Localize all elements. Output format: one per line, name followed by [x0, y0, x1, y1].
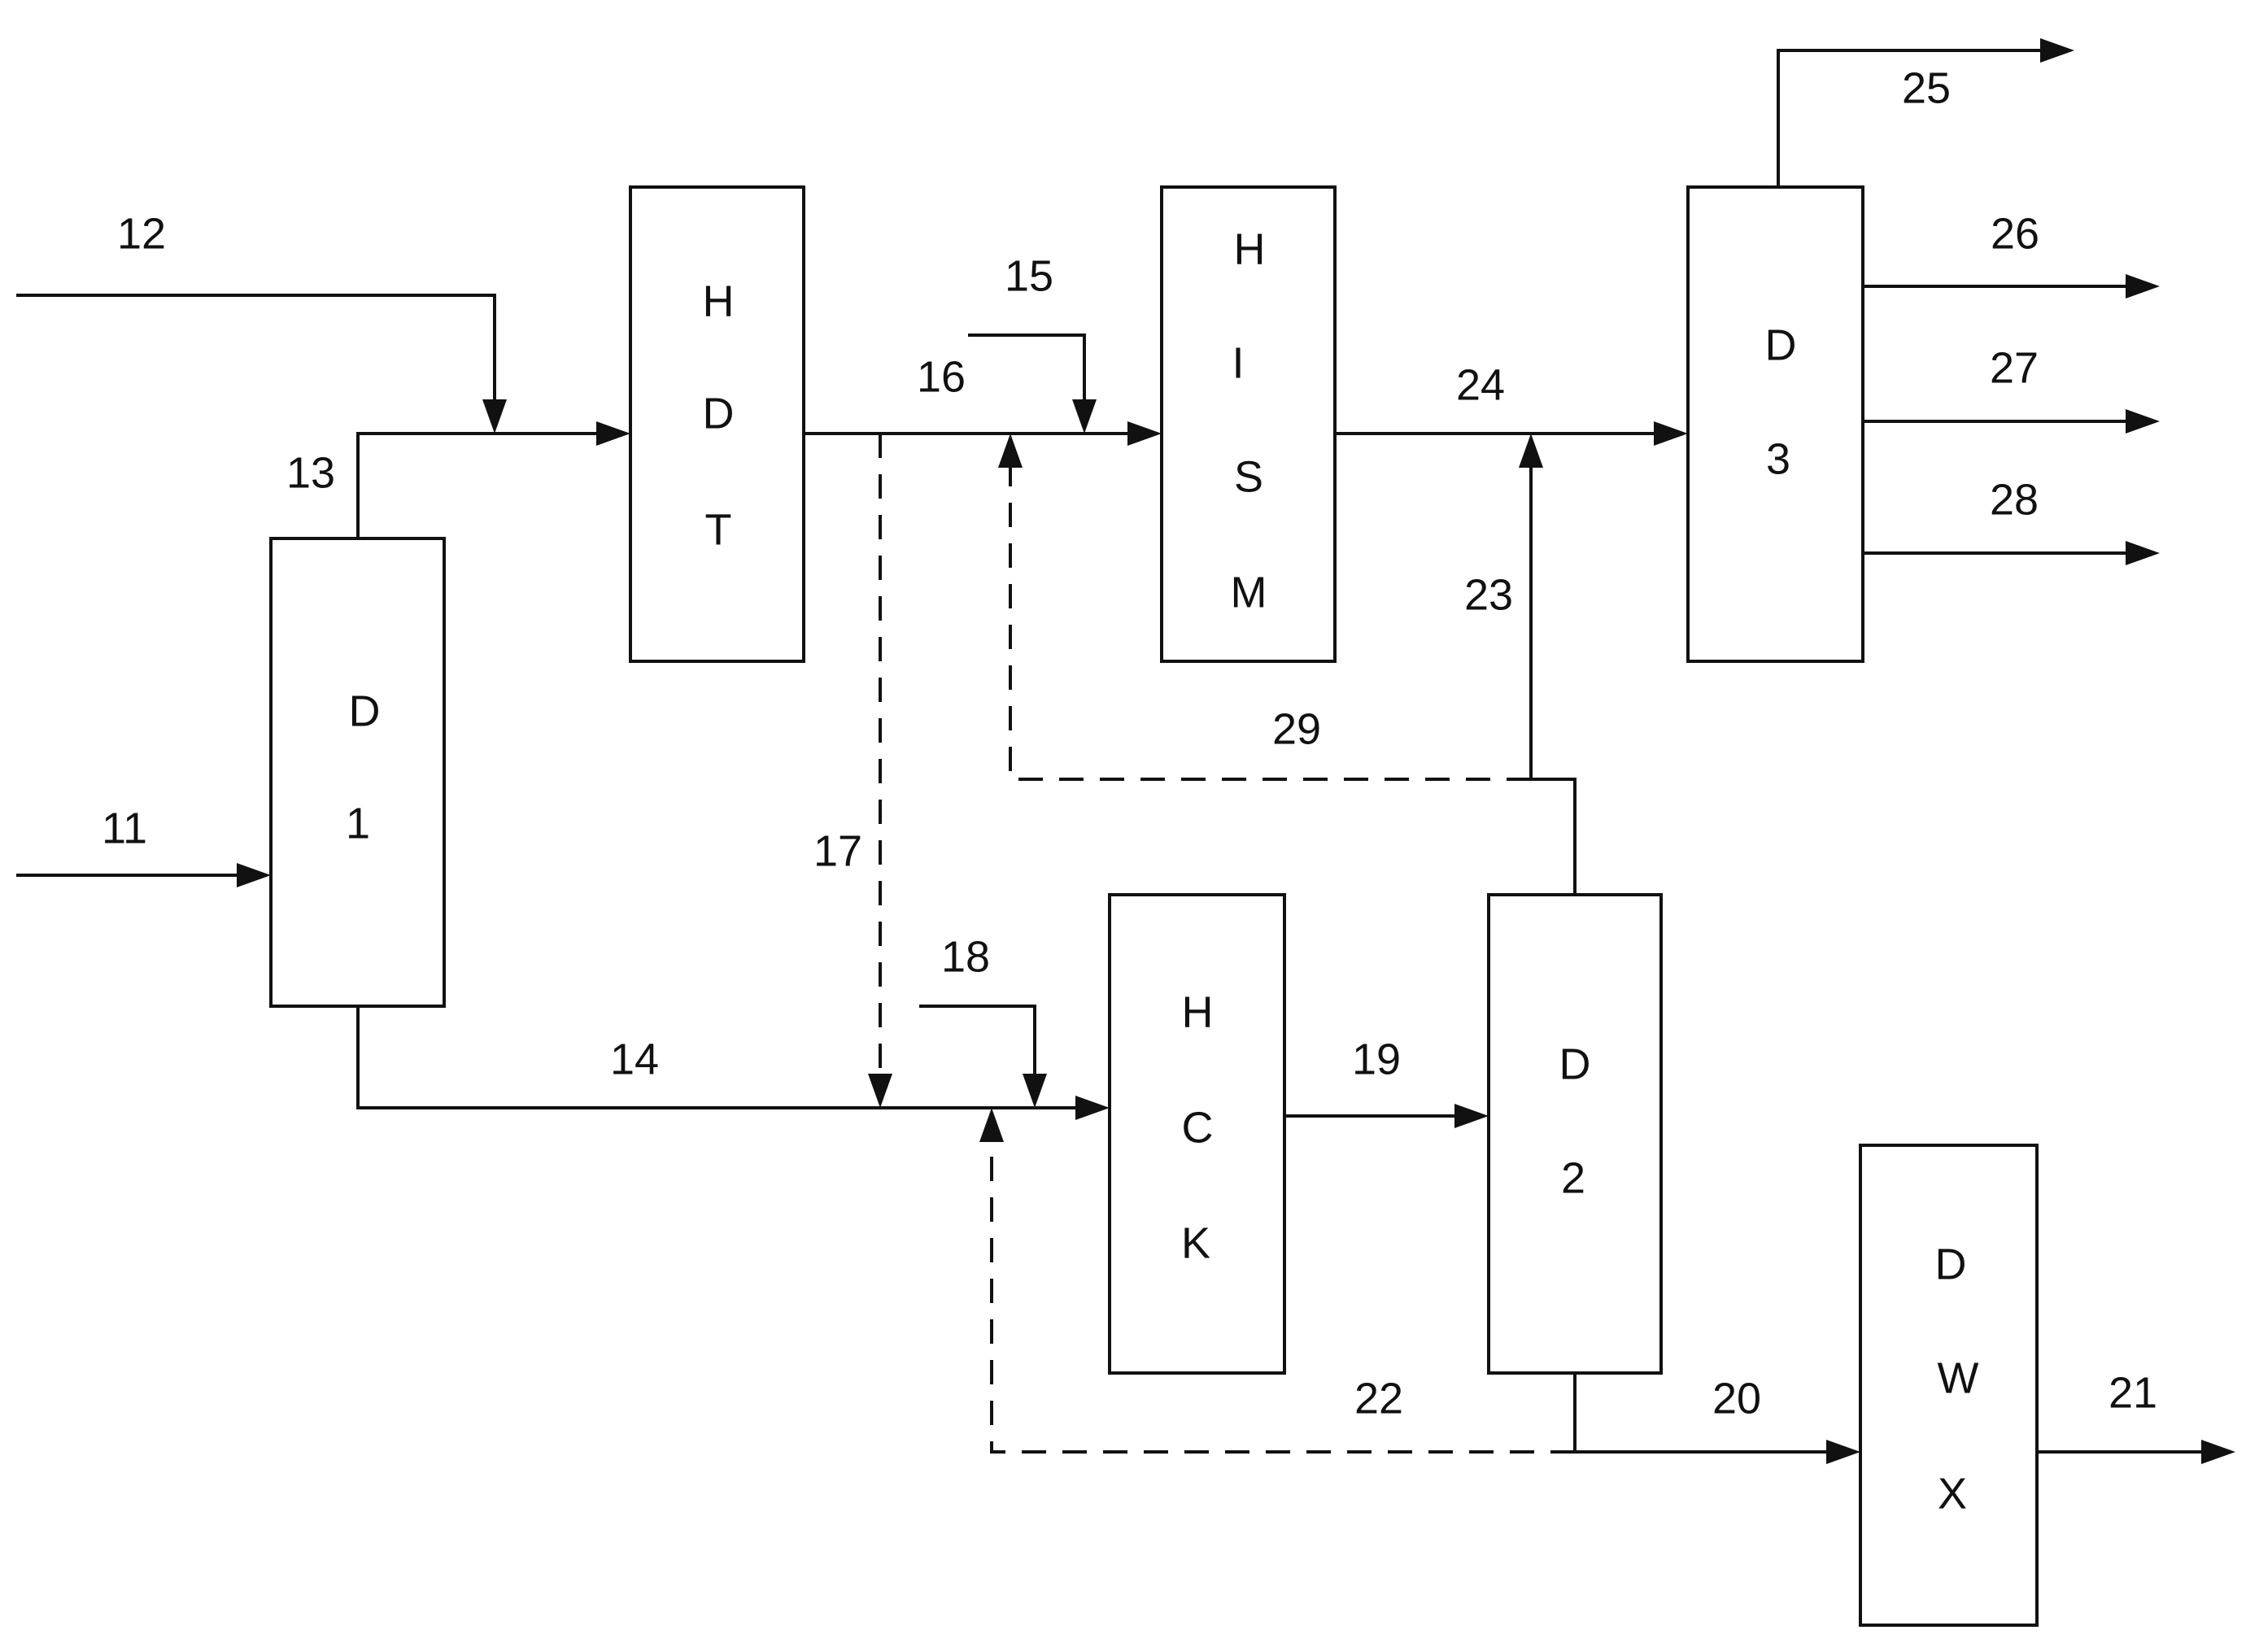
- unit-hdt-letter-1: H: [703, 277, 735, 325]
- stream-13-line: [358, 434, 604, 538]
- stream-12-label: 12: [117, 209, 166, 258]
- unit-hism-letter-3: S: [1234, 452, 1263, 501]
- stream-26-label: 26: [1991, 209, 2039, 258]
- stream-29-arrowhead: [998, 434, 1023, 468]
- unit-hism-letter-2: I: [1232, 338, 1244, 387]
- unit-hism-letter-1: H: [1234, 224, 1266, 273]
- unit-d3-letter-1: D: [1765, 320, 1797, 369]
- stream-16-label: 16: [917, 352, 966, 401]
- stream-26-arrowhead: [2126, 274, 2160, 299]
- stream-25-label: 25: [1902, 63, 1951, 112]
- unit-d1-box: [271, 538, 444, 1006]
- stream-22-arrowhead: [979, 1108, 1004, 1142]
- stream-28-label: 28: [1990, 475, 2039, 524]
- stream-13-arrowhead: [596, 421, 630, 446]
- unit-hck-letter-1: H: [1182, 987, 1214, 1036]
- stream-12-arrowhead: [482, 399, 507, 434]
- stream-17-label: 17: [813, 826, 862, 875]
- stream-20-line: [1575, 1373, 1834, 1452]
- unit-dwx-letter-2: W: [1938, 1353, 1979, 1402]
- stream-19-arrowhead: [1454, 1104, 1489, 1128]
- unit-hck-letter-3: K: [1181, 1218, 1210, 1267]
- stream-11-label: 11: [102, 804, 147, 852]
- stream-18-line: [919, 1006, 1035, 1081]
- stream-20-label: 20: [1712, 1374, 1761, 1423]
- stream-22-label: 22: [1354, 1374, 1403, 1423]
- unit-hdt-letter-3: T: [705, 505, 732, 554]
- stream-24-arrowhead: [1654, 421, 1688, 446]
- stream-21-arrowhead: [2201, 1440, 2235, 1464]
- stream-15-line: [968, 335, 1084, 407]
- stream-20-arrowhead: [1826, 1440, 1860, 1464]
- unit-hdt-letter-2: D: [703, 389, 735, 438]
- stream-13-label: 13: [286, 448, 335, 497]
- unit-dwx-letter-3: X: [1938, 1469, 1967, 1518]
- unit-d1-letter-2: 1: [346, 799, 370, 848]
- stream-16-arrowhead: [1127, 421, 1162, 446]
- unit-dwx-letter-1: D: [1935, 1240, 1967, 1288]
- stream-14-label: 14: [610, 1035, 659, 1083]
- unit-d3-box: [1688, 187, 1863, 661]
- stream-19-label: 19: [1352, 1035, 1401, 1083]
- stream-25-arrowhead: [2040, 38, 2074, 63]
- unit-hism-letter-4: M: [1231, 568, 1267, 617]
- unit-hck-letter-2: C: [1182, 1103, 1214, 1152]
- stream-27-arrowhead: [2126, 409, 2160, 434]
- unit-d2-letter-2: 2: [1561, 1153, 1585, 1202]
- stream-14-arrowhead: [1075, 1096, 1110, 1120]
- stream-23-line: [1531, 464, 1575, 895]
- stream-17-arrowhead: [868, 1074, 892, 1108]
- stream-12-line: [16, 295, 495, 407]
- stream-23-arrowhead: [1519, 434, 1543, 468]
- stream-24-label: 24: [1456, 360, 1505, 409]
- unit-d2-letter-1: D: [1559, 1040, 1591, 1088]
- stream-21-label: 21: [2109, 1368, 2157, 1417]
- stream-27-label: 27: [1990, 343, 2039, 392]
- unit-d3-letter-2: 3: [1766, 434, 1790, 483]
- stream-18-arrowhead: [1023, 1074, 1047, 1108]
- stream-23-label: 23: [1464, 570, 1513, 619]
- unit-d2-box: [1489, 895, 1661, 1373]
- stream-11-arrowhead: [237, 863, 271, 887]
- stream-14-line: [358, 1006, 1083, 1108]
- stream-18-label: 18: [941, 932, 990, 981]
- stream-15-label: 15: [1005, 251, 1053, 300]
- stream-28-arrowhead: [2126, 541, 2160, 565]
- stream-29-label: 29: [1272, 704, 1321, 753]
- stream-15-arrowhead: [1072, 399, 1097, 434]
- unit-d1-letter-1: D: [349, 687, 381, 735]
